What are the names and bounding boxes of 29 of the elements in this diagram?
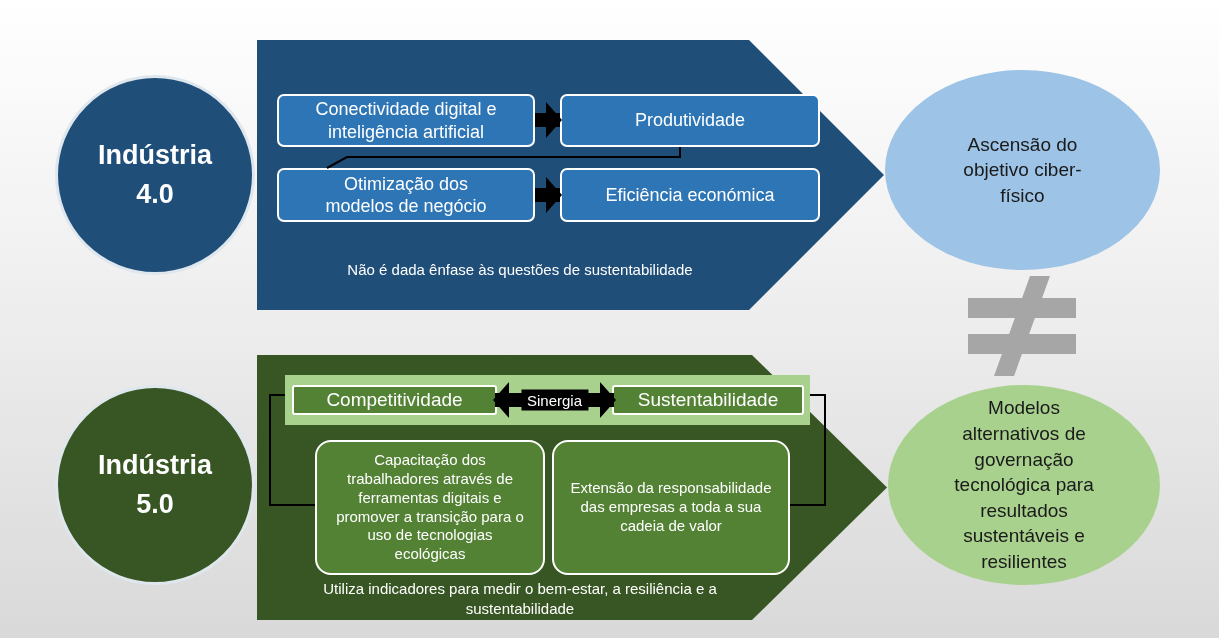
connector-line (269, 394, 316, 506)
process-box (560, 168, 820, 222)
highlight-band (285, 375, 810, 425)
process-box (277, 168, 535, 222)
node-text: Indústria 5.0 (97, 448, 214, 521)
node-text: Competitividade (326, 388, 463, 412)
edge-label: Sinergia (521, 389, 588, 411)
arrow (535, 102, 562, 138)
process-box (560, 94, 820, 147)
banner-note: Não é dada ênfase às questões de sustentabilidade (346, 260, 694, 280)
connector-line (789, 394, 826, 506)
arrow (535, 177, 562, 213)
node-text: Capacitação dos trabalhadores através de ferramentas digitais e promover a transição para o uso de tecnologias ecológicas (335, 451, 525, 564)
node-text: Sustentabilidade (637, 388, 779, 412)
concept-box (292, 385, 497, 415)
banner-note: Utiliza indicadores para medir o bem-estar, a resiliência e a sustentabilidade (322, 579, 718, 620)
node-text: Conectividade digital e inteligência artificial (314, 98, 498, 143)
node-text: Produtividade (634, 109, 746, 132)
node-text: Ascensão do objetivo ciber-físico (962, 132, 1083, 208)
process-box (315, 440, 545, 575)
node-text: Extensão da responsabilidade das empresas a toda a sua cadeia de valor (570, 479, 772, 536)
concept-box (612, 385, 804, 415)
process-box (277, 94, 535, 147)
process-box (552, 440, 790, 575)
node-text: Eficiência económica (605, 183, 775, 207)
connector-line (326, 146, 681, 169)
node-text: Modelos alternativos de governação tecnológica para resultados sustentáveis e resilientes (953, 396, 1095, 575)
node-text: Indústria 4.0 (97, 138, 214, 211)
node-text: Otimização dos modelos de negócio (324, 172, 488, 218)
